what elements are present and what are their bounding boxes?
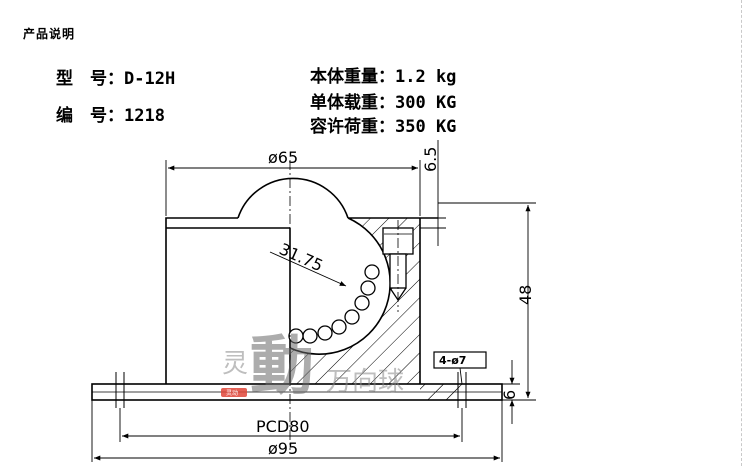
- dim-height-label: 48: [516, 285, 535, 305]
- spec-allowable-load: 容许荷重：350 KG: [310, 112, 456, 137]
- hole-spec-leader: [459, 367, 463, 385]
- bearing-ball: [331, 319, 347, 335]
- spec-model: 型 号：D-12H: [56, 64, 175, 89]
- spec-weight-label: 本体重量：: [310, 67, 395, 87]
- bearing-ball: [354, 295, 370, 311]
- section-hatch-body: [290, 218, 460, 400]
- bearing-ball: [360, 280, 376, 296]
- dim-flange-offset: [420, 140, 446, 246]
- spec-model-label: 型 号：: [56, 69, 124, 89]
- spec-model-value: D-12H: [124, 69, 176, 89]
- center-lines: [289, 160, 399, 450]
- spec-unit-load-label: 单体载重：: [310, 93, 395, 113]
- dim-top-width-label: ø65: [268, 148, 298, 167]
- ball-cavity: [290, 218, 391, 355]
- dim-pcd-label: PCD80: [256, 417, 310, 436]
- watermark-stamp: [221, 388, 247, 397]
- dim-flange-offset-label: 6.5: [421, 147, 440, 172]
- bearing-ball: [317, 325, 333, 341]
- hole-spec-label: 4-ø7: [439, 354, 466, 367]
- spec-code-label: 编 号：: [56, 106, 124, 126]
- mounting-holes: [115, 372, 467, 408]
- spec-weight-value: 1.2 kg: [395, 67, 457, 87]
- watermark-logo: 灵 動 万向球 灵动: [221, 329, 404, 404]
- watermark-main-char: 動: [250, 329, 314, 404]
- dim-flange-thickness: [502, 360, 520, 424]
- spec-code-value: 1218: [124, 106, 165, 126]
- spec-allowable-load-value: 350 KG: [395, 117, 457, 137]
- dim-top-width: [165, 160, 421, 216]
- spec-unit-load: 单体载重：300 KG: [310, 88, 456, 113]
- spec-unit-load-value: 300 KG: [395, 93, 457, 113]
- bearing-ball: [288, 328, 304, 344]
- bearing-ball: [344, 309, 360, 325]
- bearing-ball: [364, 264, 380, 280]
- frame-edge-line: [741, 0, 742, 466]
- watermark-stamp-text: 灵动: [226, 390, 238, 397]
- dim-ball-radius-leader: [269, 251, 347, 287]
- dim-pcd: [119, 408, 463, 442]
- watermark-left-char: 灵: [222, 349, 248, 379]
- dim-height: [438, 202, 536, 401]
- dim-flange-thickness-label: 6: [500, 390, 519, 400]
- dim-outer-diameter-label: ø95: [268, 439, 298, 458]
- spec-weight: 本体重量：1.2 kg: [310, 62, 456, 87]
- spec-allowable-load-label: 容许荷重：: [310, 117, 395, 137]
- dim-outer-diameter: [91, 400, 503, 462]
- watermark-right-chars: 万向球: [326, 367, 404, 397]
- bearing-balls: [288, 264, 380, 344]
- page-heading: 产品说明: [23, 27, 76, 41]
- spec-code: 编 号：1218: [56, 101, 165, 126]
